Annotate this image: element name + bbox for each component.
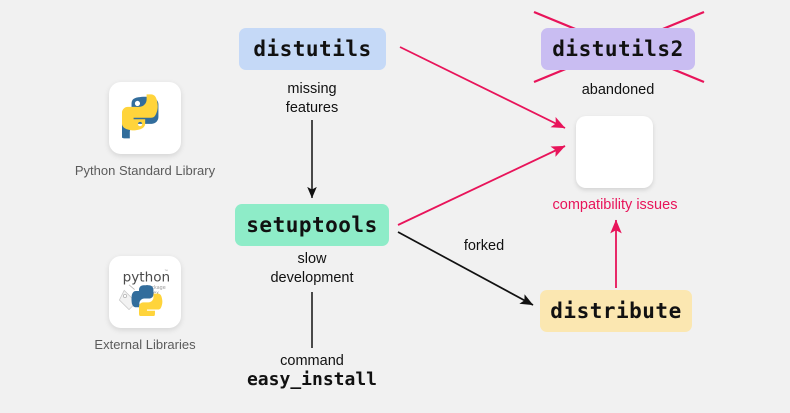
node-distribute[interactable]: distribute <box>540 290 692 332</box>
node-distutils[interactable]: distutils <box>239 28 386 70</box>
svg-text:python: python <box>123 269 171 285</box>
python-logo-icon <box>117 93 168 144</box>
external-libraries-card[interactable]: python ™ Package Index <box>109 256 181 328</box>
svg-text:Package: Package <box>146 284 166 290</box>
label-command: command <box>280 353 344 369</box>
label-compatibility-issues: compatibility issues <box>552 197 678 213</box>
label-slow-development: slow development <box>270 251 354 286</box>
pypi-logo-icon: python ™ Package Index <box>117 264 173 321</box>
label-abandoned: abandoned <box>581 82 655 98</box>
label-forked: forked <box>463 238 505 254</box>
python-standard-library-card[interactable] <box>109 82 181 154</box>
node-blank-placeholder[interactable] <box>576 116 653 188</box>
external-libraries-caption: External Libraries <box>94 337 196 352</box>
python-standard-library-caption: Python Standard Library <box>74 163 216 178</box>
label-missing-features: missing features <box>285 81 339 116</box>
node-setuptools[interactable]: setuptools <box>235 204 389 246</box>
node-distutils2[interactable]: distutils2 <box>541 28 695 70</box>
edge-setuptools-to-blank <box>397 145 566 226</box>
svg-text:™: ™ <box>164 268 168 274</box>
label-easy-install: easy_install <box>246 369 378 390</box>
